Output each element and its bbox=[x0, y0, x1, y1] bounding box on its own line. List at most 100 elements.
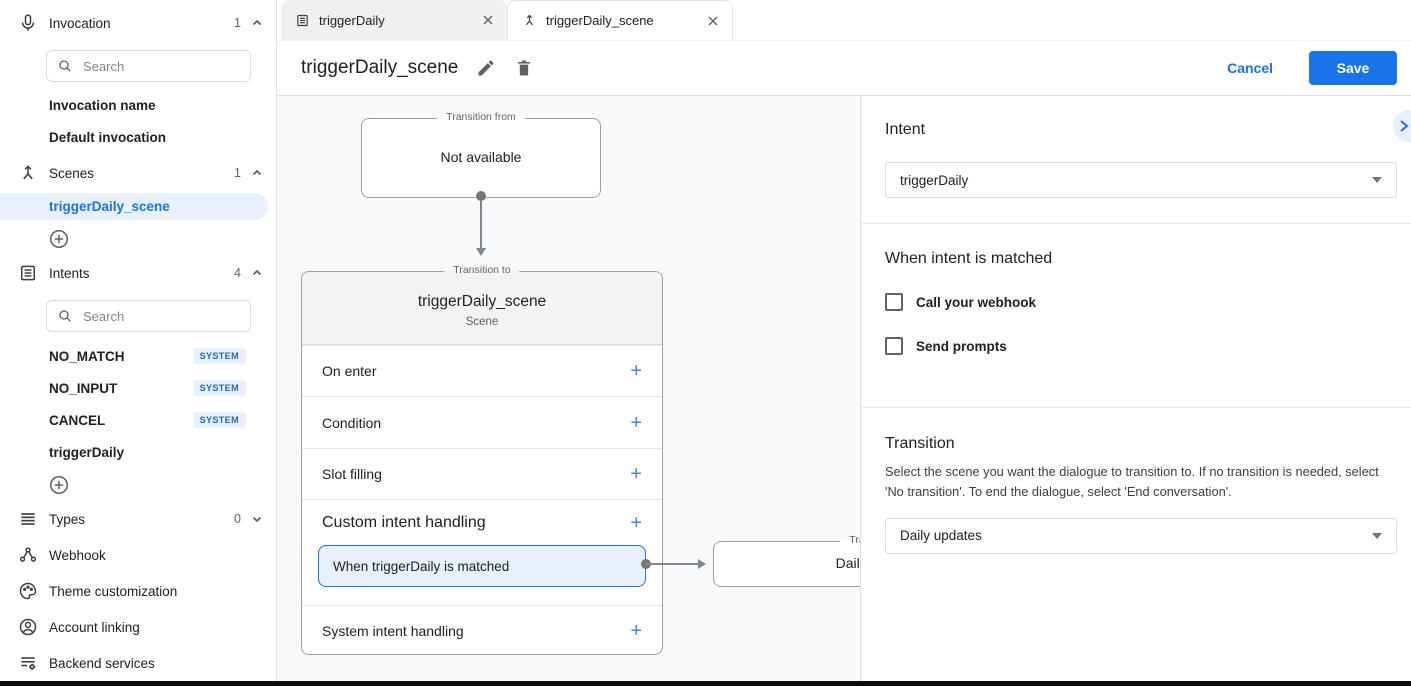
divider bbox=[861, 223, 1411, 224]
sidebar-item-cancel[interactable]: CANCEL SYSTEM bbox=[0, 404, 276, 436]
sidebar-item-invocation-name[interactable]: Invocation name bbox=[49, 98, 156, 113]
types-icon bbox=[21, 513, 35, 525]
nav-label: Account linking bbox=[49, 619, 140, 635]
chevron-up-icon[interactable] bbox=[251, 267, 263, 279]
section-label: Invocation bbox=[49, 15, 111, 31]
scene-row-on-enter[interactable]: On enter + bbox=[302, 345, 662, 396]
sidebar-item-account-linking[interactable]: Account linking bbox=[0, 614, 276, 640]
nav-label: Webhook bbox=[49, 547, 106, 563]
scene-node-title: triggerDaily_scene bbox=[417, 293, 547, 310]
cancel-button[interactable]: Cancel bbox=[1227, 60, 1273, 76]
transition-target-node[interactable]: Transition to Daily updates bbox=[713, 534, 860, 587]
palette-icon bbox=[19, 582, 37, 600]
search-icon bbox=[59, 310, 71, 322]
scene-row-slot-filling[interactable]: Slot filling + bbox=[302, 448, 662, 499]
add-system-intent-button[interactable]: + bbox=[630, 620, 642, 642]
sidebar-item-backend-services[interactable]: Backend services bbox=[0, 650, 276, 676]
intent-name: NO_MATCH bbox=[49, 348, 125, 364]
invocation-search-input[interactable] bbox=[83, 58, 240, 74]
sidebar-section-invocation[interactable]: Invocation 1 bbox=[0, 10, 276, 36]
transition-from-node[interactable]: Transition from Not available bbox=[361, 111, 601, 198]
send-prompts-checkbox[interactable] bbox=[885, 337, 903, 355]
chevron-up-icon[interactable] bbox=[251, 17, 263, 29]
add-condition-button[interactable]: + bbox=[630, 411, 642, 434]
close-icon[interactable] bbox=[706, 14, 720, 28]
intent-select-value: triggerDaily bbox=[900, 172, 969, 188]
intent-name: NO_INPUT bbox=[49, 380, 118, 396]
intent-select[interactable]: triggerDaily bbox=[885, 162, 1397, 198]
add-custom-intent-button[interactable]: + bbox=[630, 511, 642, 534]
intent-heading: Intent bbox=[885, 121, 926, 138]
sidebar-item-theme-customization[interactable]: Theme customization bbox=[0, 578, 276, 604]
scene-row-condition[interactable]: Condition + bbox=[302, 396, 662, 448]
scene-row-system-intent-handling[interactable]: System intent handling + bbox=[302, 605, 662, 656]
sidebar-section-scenes[interactable]: Scenes 1 bbox=[0, 160, 276, 186]
sidebar-item-webhook[interactable]: Webhook bbox=[0, 542, 276, 568]
invocation-search[interactable] bbox=[46, 50, 251, 82]
chevron-right-icon bbox=[1400, 120, 1409, 132]
save-button[interactable]: Save bbox=[1309, 51, 1397, 85]
intent-icon bbox=[297, 14, 308, 26]
webhook-checkbox-row[interactable]: Call your webhook bbox=[861, 293, 1411, 311]
row-label: Custom intent handling bbox=[322, 513, 486, 531]
prompts-checkbox-row[interactable]: Send prompts bbox=[861, 337, 1411, 355]
search-icon bbox=[59, 60, 71, 72]
add-slot-filling-button[interactable]: + bbox=[630, 463, 642, 485]
scene-row-custom-intent-handling[interactable]: Custom intent handling + When triggerDai… bbox=[302, 499, 662, 605]
dropdown-caret-icon bbox=[1372, 177, 1382, 183]
transition-to-node[interactable]: Transition to triggerDaily_scene Scene O… bbox=[301, 264, 663, 656]
add-intent-button[interactable] bbox=[48, 474, 70, 496]
transition-to-legend: Transition to bbox=[444, 264, 520, 276]
arrowhead-right-icon bbox=[698, 559, 706, 569]
sidebar-section-types[interactable]: Types 0 bbox=[0, 506, 276, 532]
sidebar-item-no-match[interactable]: NO_MATCH SYSTEM bbox=[0, 340, 276, 372]
account-icon bbox=[19, 618, 37, 636]
system-badge: SYSTEM bbox=[192, 348, 246, 364]
system-badge: SYSTEM bbox=[192, 380, 246, 396]
tab-label: triggerDaily bbox=[319, 12, 385, 28]
tab-triggerdaily[interactable]: triggerDaily bbox=[281, 0, 507, 40]
edit-icon[interactable] bbox=[476, 58, 496, 78]
transition-select[interactable]: Daily updates bbox=[885, 517, 1397, 554]
scene-header: triggerDaily_scene Cancel Save bbox=[277, 41, 1411, 96]
transition-from-text: Not available bbox=[440, 149, 522, 165]
sidebar-item-no-input[interactable]: NO_INPUT SYSTEM bbox=[0, 372, 276, 404]
chevron-down-icon[interactable] bbox=[251, 513, 263, 525]
intent-name: CANCEL bbox=[49, 412, 106, 428]
chevron-up-icon[interactable] bbox=[251, 167, 263, 179]
intents-search-input[interactable] bbox=[83, 308, 240, 324]
sidebar: Invocation 1 Invocation name Default inv… bbox=[0, 0, 277, 681]
transition-description: Select the scene you want the dialogue t… bbox=[885, 464, 1379, 499]
section-label: Types bbox=[49, 511, 86, 527]
system-badge: SYSTEM bbox=[192, 412, 246, 428]
sidebar-section-intents[interactable]: Intents 4 bbox=[0, 260, 276, 286]
add-on-enter-button[interactable]: + bbox=[630, 360, 642, 382]
page-title: triggerDaily_scene bbox=[301, 57, 459, 78]
tab-triggerdaily-scene[interactable]: triggerDaily_scene bbox=[507, 0, 733, 40]
window-bottom-edge bbox=[0, 681, 1411, 686]
sidebar-item-triggerdaily[interactable]: triggerDaily bbox=[0, 436, 276, 468]
dropdown-caret-icon bbox=[1372, 532, 1382, 539]
intents-search[interactable] bbox=[46, 300, 251, 332]
scene-node-subtitle: Scene bbox=[465, 316, 499, 328]
divider bbox=[861, 407, 1411, 408]
scene-graph-canvas[interactable]: Transition from Not available Transition… bbox=[277, 96, 860, 681]
webhook-icon bbox=[19, 547, 37, 562]
selected-intent-handler[interactable]: When triggerDaily is matched bbox=[318, 545, 646, 587]
checkbox-label: Send prompts bbox=[916, 338, 1007, 354]
add-scene-button[interactable] bbox=[48, 228, 70, 250]
call-webhook-checkbox[interactable] bbox=[885, 293, 903, 311]
row-label: On enter bbox=[322, 363, 377, 379]
close-icon[interactable] bbox=[481, 13, 495, 27]
section-count: 1 bbox=[234, 166, 241, 180]
tab-label: triggerDaily_scene bbox=[546, 13, 654, 28]
transition-select-value: Daily updates bbox=[900, 528, 982, 544]
microphone-icon bbox=[21, 14, 35, 31]
sidebar-item-default-invocation[interactable]: Default invocation bbox=[49, 130, 167, 145]
checkbox-label: Call your webhook bbox=[916, 294, 1037, 310]
collapse-panel-button[interactable] bbox=[1393, 110, 1411, 142]
nav-label: Theme customization bbox=[49, 583, 178, 599]
delete-icon[interactable] bbox=[514, 58, 534, 78]
sidebar-item-triggerdaily-scene[interactable]: triggerDaily_scene bbox=[0, 193, 268, 220]
